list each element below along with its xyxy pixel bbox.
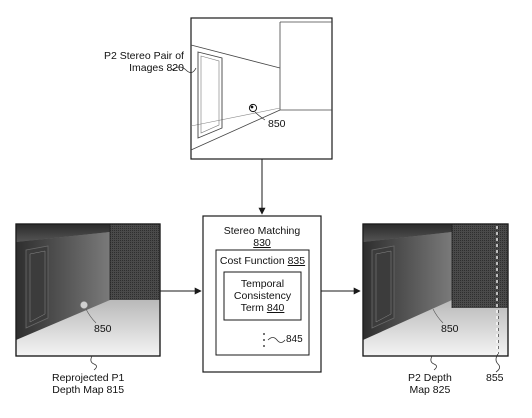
right-label-leader — [430, 355, 437, 371]
left-panel-label-line2: Depth Map 815 — [52, 384, 125, 396]
right-depth-panel — [362, 223, 509, 357]
left-panel-label-line1: Reprojected P1 — [52, 372, 125, 384]
right-panel-label-line1: P2 Depth — [408, 372, 452, 384]
cost-function-title: Cost Function 835 — [216, 255, 309, 267]
stereo-matching-block — [202, 215, 322, 373]
temporal-line3: Term — [240, 302, 264, 314]
left-panel-marker: 850 — [94, 323, 112, 335]
top-panel-marker: 850 — [268, 118, 286, 130]
stereo-matching-title-text: Stereo Matching — [223, 225, 301, 237]
top-image-panel — [190, 17, 333, 160]
stereo-matching-number: 830 — [253, 237, 271, 249]
right-panel-marker: 850 — [441, 323, 459, 335]
top-panel-label: P2 Stereo Pair of Images 820 — [104, 50, 184, 74]
temporal-line1: Temporal — [240, 278, 285, 290]
temporal-consistency-term: Temporal Consistency Term 840 — [224, 278, 301, 314]
cost-function-title-text: Cost Function — [219, 255, 285, 267]
more-terms-marker: 845 — [286, 334, 303, 345]
left-panel-label: Reprojected P1 Depth Map 815 — [52, 372, 124, 396]
top-panel-label-line1: P2 Stereo Pair of — [104, 50, 184, 62]
right-panel-label-line2: Map 825 — [409, 384, 451, 396]
stereo-matching-title: Stereo Matching 830 — [203, 225, 321, 249]
left-depth-panel — [15, 223, 161, 357]
cost-function-number: 835 — [287, 255, 306, 267]
edge-marker-label: 855 — [486, 372, 504, 384]
edge-marker-leader — [495, 353, 500, 373]
left-label-leader — [90, 355, 97, 371]
right-panel-label: P2 Depth Map 825 — [408, 372, 452, 396]
top-panel-label-line2: Images 820 — [129, 62, 184, 74]
temporal-line2: Consistency — [233, 290, 292, 302]
top-label-leader — [171, 66, 197, 73]
temporal-number: 840 — [266, 302, 285, 314]
